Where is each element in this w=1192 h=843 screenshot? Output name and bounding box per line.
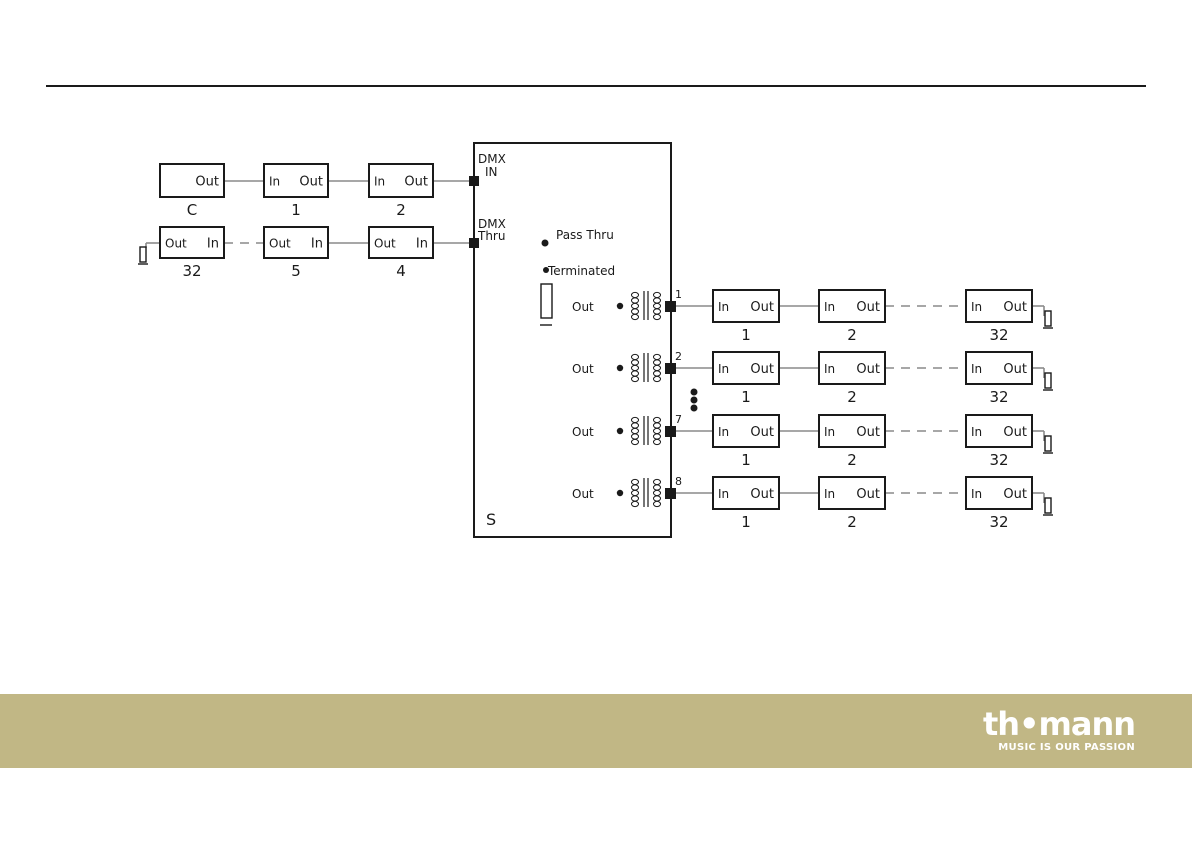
output-1-device-32-left-port: In (971, 300, 982, 314)
output-1-device-2-right-port: Out (856, 300, 880, 315)
output-1-device-2-id: 2 (847, 326, 857, 344)
output-7-device-1-id: 1 (741, 451, 751, 469)
thru-device-4-left-port: Out (374, 237, 396, 251)
ellipsis-dot-0 (691, 389, 698, 396)
thru-device-5-left-port: Out (269, 237, 291, 251)
output-8-device-1-id: 1 (741, 513, 751, 531)
output-2-device-32-left-port: In (971, 362, 982, 376)
output-8-device-2-right-port: Out (856, 487, 880, 502)
thru-device-5-id: 5 (291, 262, 301, 280)
output-7-terminator (1045, 436, 1051, 451)
output-7-device-32-left-port: In (971, 425, 982, 439)
output-7-device-32-right-port: Out (1003, 425, 1027, 440)
output-1-device-32-right-port: Out (1003, 300, 1027, 315)
output-1-device-1-right-port: Out (750, 300, 774, 315)
output-number-1: 1 (675, 288, 682, 301)
output-2-device-1-left-port: In (718, 362, 729, 376)
output-7-device-1-right-port: Out (750, 425, 774, 440)
input-device-C-right-port: Out (195, 175, 219, 190)
terminated-label: Terminated (547, 264, 615, 278)
output-7-device-1-left-port: In (718, 425, 729, 439)
output-port-1 (665, 301, 676, 312)
dmx-thru-label-2: Thru (477, 229, 505, 243)
splitter-label: S (486, 510, 496, 529)
output-2-device-2-left-port: In (824, 362, 835, 376)
dmx-thru-port (469, 238, 479, 248)
output-7-device-32-id: 32 (989, 451, 1008, 469)
output-2-device-1-right-port: Out (750, 362, 774, 377)
output-8-device-32-right-port: Out (1003, 487, 1027, 502)
output-port-8 (665, 488, 676, 499)
thru-device-4-id: 4 (396, 262, 406, 280)
input-device-2-right-port: Out (404, 175, 428, 190)
brand-tagline: MUSIC IS OUR PASSION (983, 742, 1135, 753)
splitter-box (474, 143, 671, 537)
footer-bar: th•mann MUSIC IS OUR PASSION (0, 694, 1192, 768)
out-label-2: Out (572, 362, 594, 376)
ellipsis-dot-2 (691, 405, 698, 412)
out-label-7: Out (572, 425, 594, 439)
bus-node-7 (617, 428, 623, 434)
pass-thru-label: Pass Thru (556, 228, 614, 242)
output-2-device-1-id: 1 (741, 388, 751, 406)
bus-node-2 (617, 365, 623, 371)
output-1-device-32-id: 32 (989, 326, 1008, 344)
terminated-node (543, 267, 549, 273)
output-8-terminator (1045, 498, 1051, 513)
input-device-2-id: 2 (396, 201, 406, 219)
output-2-device-32-right-port: Out (1003, 362, 1027, 377)
output-2-device-2-right-port: Out (856, 362, 880, 377)
output-2-terminator (1045, 373, 1051, 388)
input-device-C-id: C (187, 201, 197, 219)
output-8-device-1-left-port: In (718, 487, 729, 501)
output-2-device-2-id: 2 (847, 388, 857, 406)
dmx-in-port (469, 176, 479, 186)
pass-thru-node (542, 240, 549, 247)
thomann-logo: th•mann MUSIC IS OUR PASSION (983, 708, 1135, 753)
output-1-device-2-left-port: In (824, 300, 835, 314)
output-number-7: 7 (675, 413, 682, 426)
thru-device-32-left-port: Out (165, 237, 187, 251)
output-2-device-32-id: 32 (989, 388, 1008, 406)
output-8-device-1-right-port: Out (750, 487, 774, 502)
out-label-1: Out (572, 300, 594, 314)
brand-name: th•mann (983, 708, 1135, 740)
output-1-device-1-id: 1 (741, 326, 751, 344)
bus-node-1 (617, 303, 623, 309)
input-device-1-id: 1 (291, 201, 301, 219)
input-device-1-right-port: Out (299, 175, 323, 190)
output-number-2: 2 (675, 350, 682, 363)
bus-node-8 (617, 490, 623, 496)
dmx-in-label: DMX (478, 152, 506, 166)
output-8-device-2-id: 2 (847, 513, 857, 531)
output-1-device-1-left-port: In (718, 300, 729, 314)
output-8-device-32-id: 32 (989, 513, 1008, 531)
input-device-1-left-port: In (269, 175, 280, 189)
dmx-in-label-2: IN (485, 165, 498, 179)
thru-device-32-right-port: In (207, 237, 219, 252)
thru-device-4-right-port: In (416, 237, 428, 252)
terminated-resistor (541, 284, 552, 318)
output-8-device-2-left-port: In (824, 487, 835, 501)
output-number-8: 8 (675, 475, 682, 488)
ellipsis-dot-1 (691, 397, 698, 404)
output-port-2 (665, 363, 676, 374)
output-8-device-32-left-port: In (971, 487, 982, 501)
input-device-2-left-port: In (374, 175, 385, 189)
output-1-terminator (1045, 311, 1051, 326)
output-7-device-2-right-port: Out (856, 425, 880, 440)
thru-device-32-id: 32 (182, 262, 201, 280)
out-label-8: Out (572, 487, 594, 501)
output-port-7 (665, 426, 676, 437)
thru-terminator (140, 247, 146, 262)
output-7-device-2-left-port: In (824, 425, 835, 439)
output-7-device-2-id: 2 (847, 451, 857, 469)
thru-device-5-right-port: In (311, 237, 323, 252)
